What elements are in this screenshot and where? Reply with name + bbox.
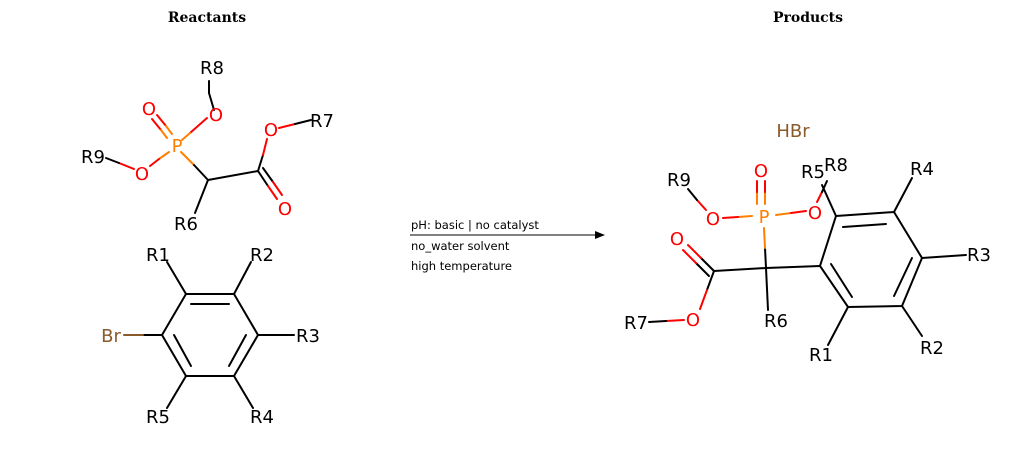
r5-label: R5: [146, 407, 170, 428]
condition-ph-catalyst: pH: basic | no catalyst: [411, 218, 539, 232]
r4-label: R4: [910, 159, 934, 180]
r1-label: R1: [146, 245, 170, 266]
r2-label: R2: [920, 338, 944, 359]
phosphorus-label: P: [172, 136, 183, 157]
r3-label: R3: [296, 326, 320, 347]
r7-label: R7: [310, 111, 334, 132]
r5-label: R5: [801, 162, 825, 183]
oxygen-r9-label: O: [135, 164, 149, 185]
r4-label: R4: [250, 407, 274, 428]
oxygen-carbonyl-label: O: [670, 229, 684, 250]
hbr-label: HBr: [776, 121, 810, 142]
bromine-label: Br: [101, 326, 121, 347]
r2-label: R2: [250, 245, 274, 266]
reactant-aryl-bromide: R1 R2 Br R3 R5 R4: [101, 245, 320, 428]
r6-label: R6: [764, 311, 788, 332]
oxygen-double-label: O: [754, 161, 768, 182]
condition-solvent: no_water solvent: [411, 239, 510, 253]
product-main: R9 O O P R5 R8 O R4 R3 O O R7 R6 R1 R2: [624, 155, 991, 366]
r3-label: R3: [967, 245, 991, 266]
r8-label: R8: [824, 155, 848, 176]
r8-label: R8: [200, 58, 224, 79]
r6-label: R6: [174, 214, 198, 235]
oxygen-double-label: O: [142, 99, 156, 120]
oxygen-carbonyl-label: O: [278, 199, 292, 220]
r7-label: R7: [624, 313, 648, 334]
reaction-arrow: pH: basic | no catalyst no_water solvent…: [410, 218, 605, 273]
phosphorus-label: P: [759, 207, 770, 228]
oxygen-ester-label: O: [264, 120, 278, 141]
condition-temperature: high temperature: [411, 259, 512, 273]
products-header: Products: [773, 10, 843, 26]
reactants-header: Reactants: [168, 10, 246, 26]
oxygen-ester-label: O: [686, 310, 700, 331]
oxygen-r8-label: O: [808, 203, 822, 224]
r1-label: R1: [809, 345, 833, 366]
oxygen-r8-label: O: [209, 105, 223, 126]
reactant-phosphonate: R8 O O P O R9 O R7 O R6: [81, 58, 334, 235]
r9-label: R9: [81, 147, 105, 168]
r9-label: R9: [667, 170, 691, 191]
oxygen-r9-label: O: [706, 209, 720, 230]
